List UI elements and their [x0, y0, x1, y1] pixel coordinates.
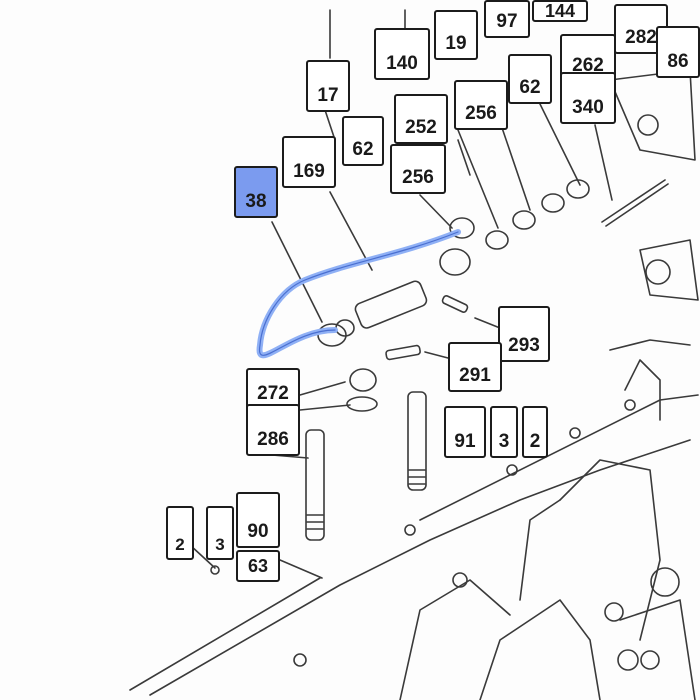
leader-line: [299, 381, 346, 396]
callout-19[interactable]: 19: [434, 10, 478, 60]
housing-bore: [479, 599, 601, 700]
callout-340[interactable]: 340: [560, 72, 616, 124]
leader-line: [419, 194, 453, 229]
leader-line: [279, 559, 323, 579]
callout-272[interactable]: 272: [246, 368, 300, 410]
stud: [407, 391, 427, 491]
stud: [305, 429, 325, 541]
callout-256[interactable]: 256: [454, 80, 508, 130]
callout-144[interactable]: 144: [532, 0, 588, 22]
callout-2[interactable]: 2: [166, 506, 194, 560]
bolt: [601, 179, 666, 223]
callout-62[interactable]: 62: [508, 54, 552, 104]
callout-17[interactable]: 17: [306, 60, 350, 112]
leader-line: [497, 115, 531, 211]
filter-cylinder: [354, 280, 428, 329]
washer: [485, 230, 509, 250]
callout-97[interactable]: 97: [484, 0, 530, 38]
pin: [385, 344, 421, 361]
washer: [541, 193, 565, 213]
leader-line: [457, 139, 471, 176]
clamp: [639, 239, 699, 301]
nut: [349, 368, 377, 392]
leader-line: [594, 124, 613, 201]
callout-91[interactable]: 91: [444, 406, 486, 458]
callout-293[interactable]: 293: [498, 306, 550, 362]
washer: [346, 396, 378, 412]
fuel-hose-highlight: [256, 229, 461, 359]
leader-line: [457, 129, 499, 229]
callout-62[interactable]: 62: [342, 116, 384, 166]
leader-line: [424, 351, 449, 359]
callout-169[interactable]: 169: [282, 136, 336, 188]
washer: [512, 210, 536, 230]
callout-90[interactable]: 90: [236, 492, 280, 548]
bracket: [609, 69, 696, 161]
callout-3[interactable]: 3: [206, 506, 234, 560]
callout-2[interactable]: 2: [522, 406, 548, 458]
callout-256[interactable]: 256: [390, 144, 446, 194]
callout-252[interactable]: 252: [394, 94, 448, 144]
housing-edge: [149, 439, 691, 696]
pin: [441, 295, 469, 313]
leader-line: [324, 109, 336, 141]
leader-line: [271, 221, 323, 323]
callout-86[interactable]: 86: [656, 26, 700, 78]
callout-3[interactable]: 3: [490, 406, 518, 458]
leader-line: [189, 544, 216, 569]
callout-140[interactable]: 140: [374, 28, 430, 80]
washer: [566, 179, 590, 199]
leader-line: [299, 404, 351, 411]
nut: [335, 319, 355, 337]
plug: [650, 567, 680, 597]
banjo-fitting: [449, 217, 475, 239]
callout-291[interactable]: 291: [448, 342, 502, 392]
union-nut: [439, 248, 471, 276]
callout-286[interactable]: 286: [246, 404, 300, 456]
leader-line: [474, 317, 501, 329]
callout-63[interactable]: 63: [236, 550, 280, 582]
leader-line: [329, 191, 373, 271]
callout-38-selected[interactable]: 38: [234, 166, 278, 218]
leader-line: [539, 103, 581, 186]
